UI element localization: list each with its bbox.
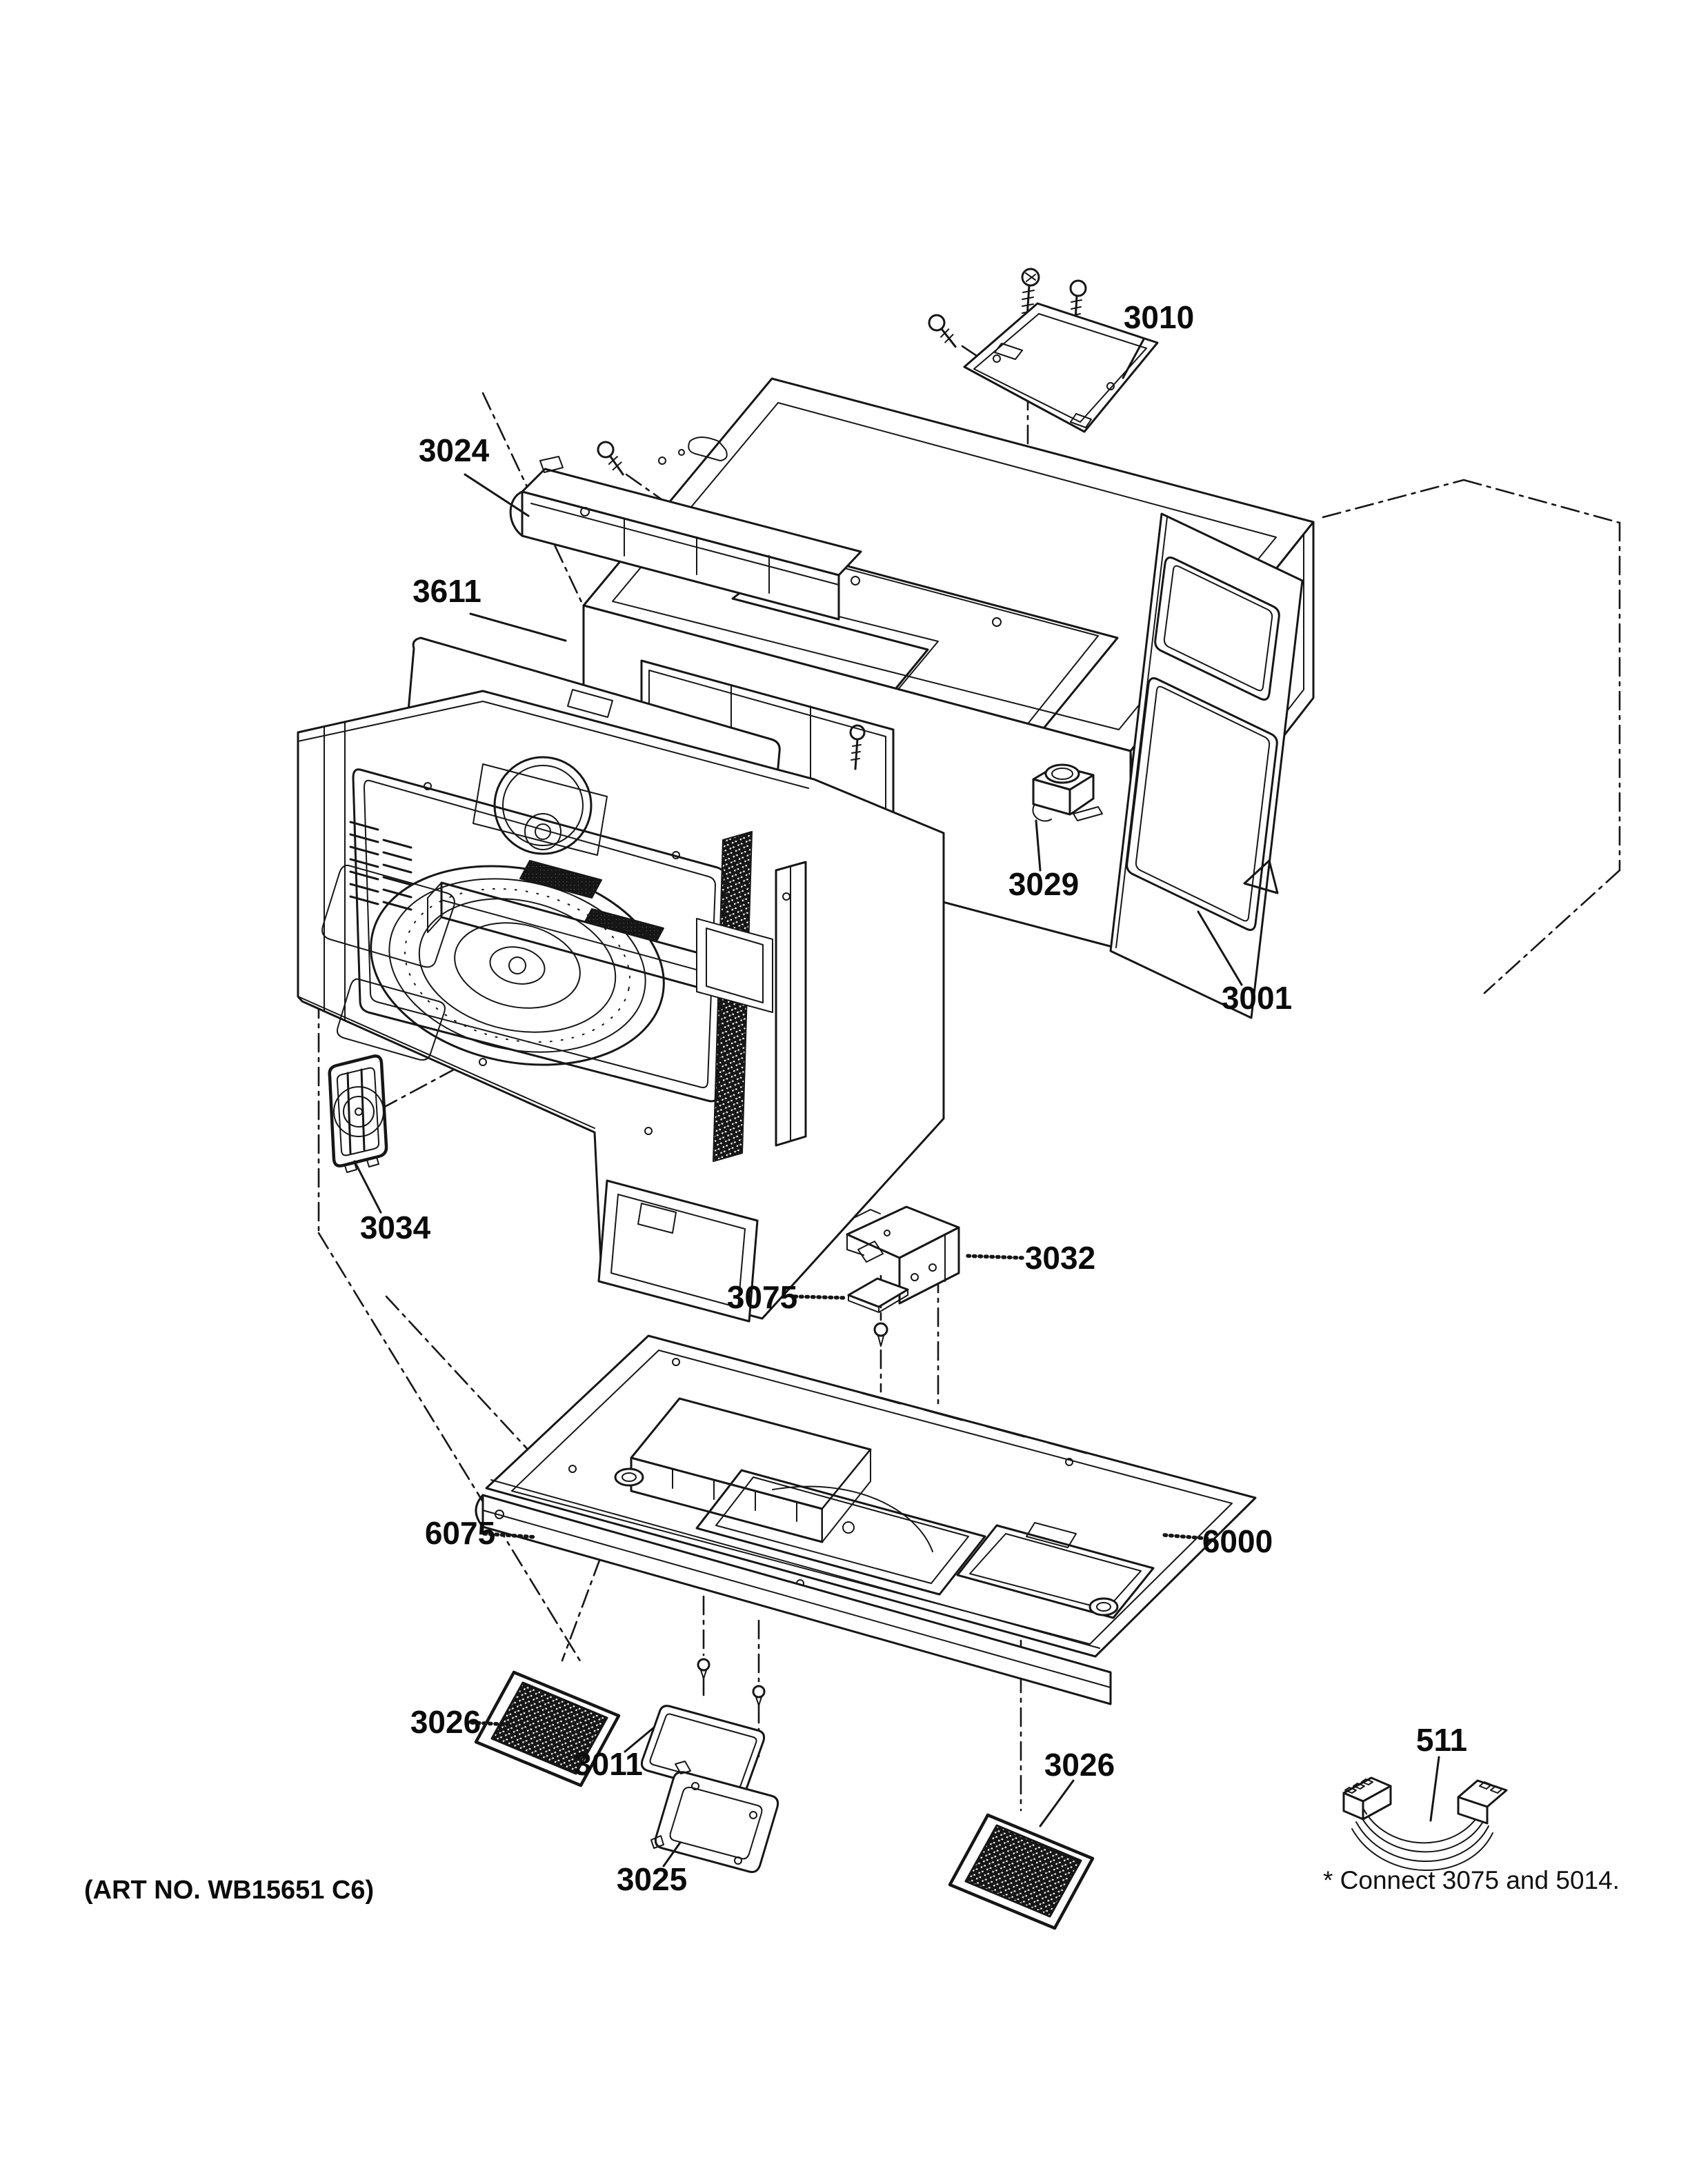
connector-icon [1342, 1776, 1392, 1821]
screw-icon [928, 314, 957, 348]
part-label-3611: 3611 [412, 573, 481, 609]
screw-icon [697, 1658, 710, 1679]
part-label-3034: 3034 [360, 1210, 431, 1245]
part-label-3026-right: 3026 [1044, 1747, 1115, 1783]
connect-footnote: * Connect 3075 and 5014. [1323, 1866, 1620, 1894]
part-label-3024: 3024 [419, 432, 490, 468]
vent-slots [349, 821, 412, 911]
screw-icon [597, 441, 624, 476]
part-3010-cover-plate [963, 302, 1159, 433]
part-3034-grille [328, 1054, 388, 1173]
part-511-harness [1342, 1776, 1508, 1871]
connector-icon [1457, 1779, 1508, 1825]
part-label-3001: 3001 [1222, 980, 1292, 1016]
part-3032-bracket [846, 1205, 960, 1305]
part-3001-side-panel [1109, 512, 1304, 1019]
screw-icon [752, 1685, 766, 1706]
screw-icon [849, 724, 866, 770]
part-labels: 3010 3024 3611 3029 3001 3034 3032 3075 … [360, 299, 1467, 1897]
part-label-3010: 3010 [1124, 299, 1194, 335]
turntable-rings [370, 865, 665, 1066]
part-6075-trim [475, 1494, 1112, 1705]
leader-lines [353, 338, 1440, 1867]
part-label-3025: 3025 [617, 1861, 687, 1897]
part-label-3075: 3075 [727, 1279, 797, 1315]
part-label-3026-left: 3026 [410, 1704, 481, 1740]
part-label-511: 511 [1416, 1722, 1467, 1758]
screw-icon [873, 1322, 888, 1347]
part-label-3029: 3029 [1008, 866, 1079, 902]
part-label-3032: 3032 [1025, 1240, 1095, 1276]
art-number: (ART NO. WB15651 C6) [84, 1876, 374, 1905]
part-3075-plate [847, 1277, 909, 1347]
part-3026-filter-right [948, 1813, 1095, 1930]
part-label-6000: 6000 [1202, 1523, 1273, 1559]
part-3025-cover [650, 1761, 779, 1873]
part-3024-vent-channel [509, 456, 862, 621]
part-label-6075: 6075 [425, 1515, 495, 1551]
part-3029-clip [1032, 763, 1103, 822]
part-6000-vent-pan [485, 1334, 1257, 1658]
part-3026-filter-left [474, 1670, 621, 1787]
cavity-assembly [297, 690, 945, 1323]
part-label-3011: 3011 [574, 1746, 643, 1782]
